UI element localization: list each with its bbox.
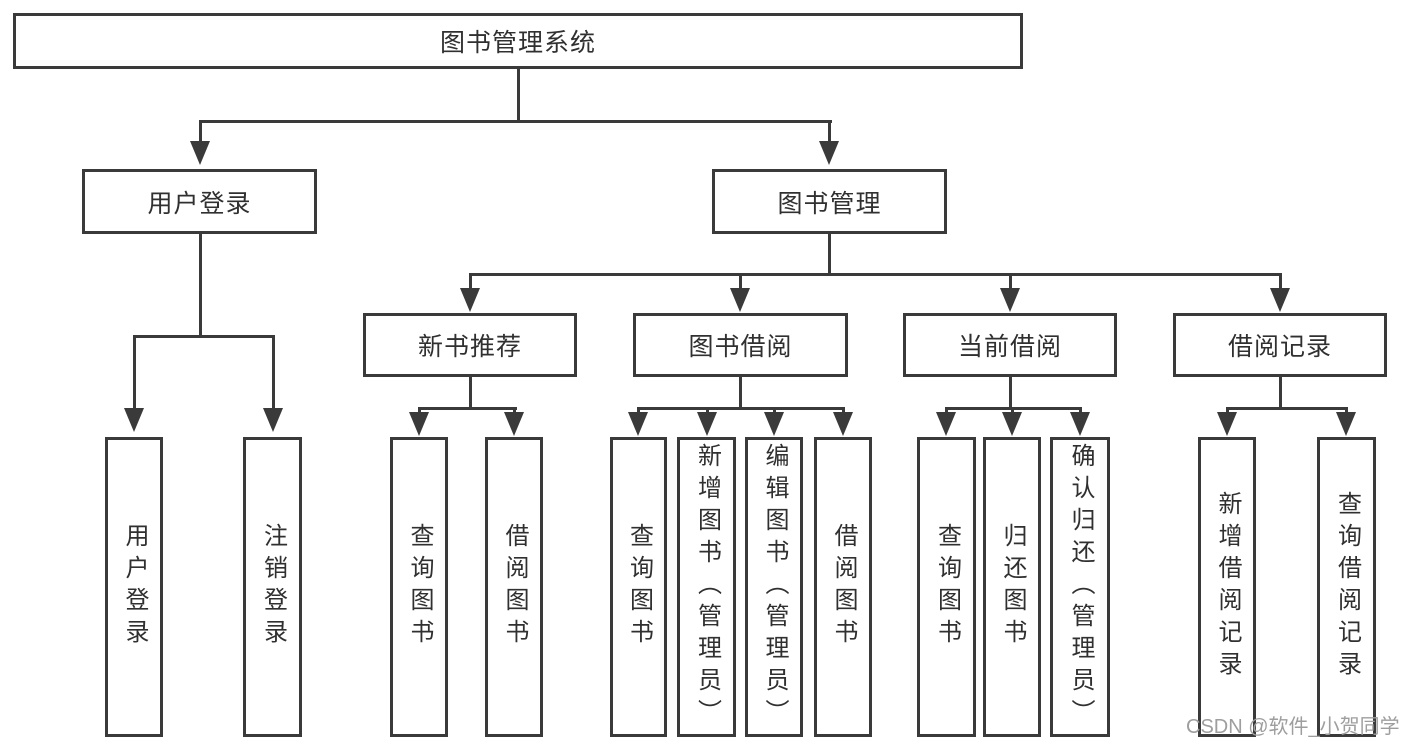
leaf-confirm-return-admin: 确认归还（管理员） [1050, 437, 1110, 737]
connector-borrow-stem [739, 377, 742, 410]
arrow-down-icon [1002, 412, 1022, 436]
leaf-user-login: 用户登录 [105, 437, 163, 737]
node-root: 图书管理系统 [13, 13, 1023, 69]
connector-newbook-stem [469, 377, 472, 410]
arrow-down-icon [1336, 412, 1356, 436]
connector-record-stem [1279, 377, 1282, 410]
connector-user-login-rail [133, 335, 275, 338]
arrow-down-icon [764, 412, 784, 436]
connector-level3-rail [469, 273, 1282, 276]
connector-record-shaft [1279, 273, 1282, 291]
leaf-query-books-recommend: 查询图书 [390, 437, 448, 737]
arrow-down-icon [1070, 412, 1090, 436]
connector-leaf-shaft [773, 407, 776, 415]
connector-borrow-shaft [739, 273, 742, 291]
node-current-borrow: 当前借阅 [903, 313, 1117, 377]
connector-record-rail [1226, 407, 1348, 410]
connector-leaf-login-shaft [133, 335, 136, 413]
arrow-down-icon [730, 288, 750, 312]
connector-user-login-shaft [199, 120, 202, 143]
arrow-down-icon [504, 412, 524, 436]
connector-book-mgmt-shaft [828, 120, 831, 143]
leaf-query-books-current: 查询图书 [917, 437, 976, 737]
arrow-down-icon [697, 412, 717, 436]
leaf-logout: 注销登录 [243, 437, 302, 737]
connector-leaf-shaft [1011, 407, 1014, 415]
connector-newbook-rail [418, 407, 517, 410]
connector-current-shaft [1009, 273, 1012, 291]
connector-leaf-logout-shaft [272, 335, 275, 413]
arrow-down-icon [833, 412, 853, 436]
leaf-borrow-books: 借阅图书 [814, 437, 872, 737]
arrow-down-icon [1000, 288, 1020, 312]
connector-leaf-shaft [842, 407, 845, 415]
connector-leaf-shaft [1345, 407, 1348, 415]
connector-leaf-shaft [1079, 407, 1082, 415]
connector-leaf-shaft [513, 407, 516, 415]
leaf-add-books-admin: 新增图书（管理员） [677, 437, 736, 737]
leaf-return-books: 归还图书 [983, 437, 1041, 737]
connector-leaf-shaft [418, 407, 421, 415]
leaf-query-books-borrow: 查询图书 [610, 437, 667, 737]
node-new-book-recommend: 新书推荐 [363, 313, 577, 377]
arrow-down-icon [263, 408, 283, 432]
arrow-down-icon [819, 141, 839, 165]
connector-current-stem [1009, 376, 1012, 410]
connector-newbook-shaft [469, 273, 472, 291]
leaf-edit-books-admin: 编辑图书（管理员） [745, 437, 803, 737]
arrow-down-icon [1270, 288, 1290, 312]
connector-leaf-shaft [945, 407, 948, 415]
arrow-down-icon [190, 141, 210, 165]
leaf-query-borrow-record: 查询借阅记录 [1317, 437, 1376, 737]
connector-root-stem [517, 69, 520, 123]
connector-book-mgmt-stem [828, 234, 831, 276]
node-borrow-record: 借阅记录 [1173, 313, 1387, 377]
arrow-down-icon [409, 412, 429, 436]
leaf-borrow-books-recommend: 借阅图书 [485, 437, 543, 737]
connector-level2-rail [199, 120, 832, 123]
connector-leaf-shaft [706, 407, 709, 415]
arrow-down-icon [628, 412, 648, 436]
connector-leaf-shaft [1226, 407, 1229, 415]
connector-user-login-stem [199, 233, 202, 338]
csdn-watermark: CSDN @软件_小贺同学 [1186, 716, 1400, 738]
arrow-down-icon [460, 288, 480, 312]
connector-borrow-rail [637, 407, 845, 410]
arrow-down-icon [124, 408, 144, 432]
arrow-down-icon [1217, 412, 1237, 436]
node-book-management: 图书管理 [712, 169, 947, 234]
connector-leaf-shaft [637, 407, 640, 415]
node-user-login: 用户登录 [82, 169, 317, 234]
leaf-add-borrow-record: 新增借阅记录 [1198, 437, 1256, 737]
arrow-down-icon [936, 412, 956, 436]
node-book-borrow: 图书借阅 [633, 313, 848, 377]
